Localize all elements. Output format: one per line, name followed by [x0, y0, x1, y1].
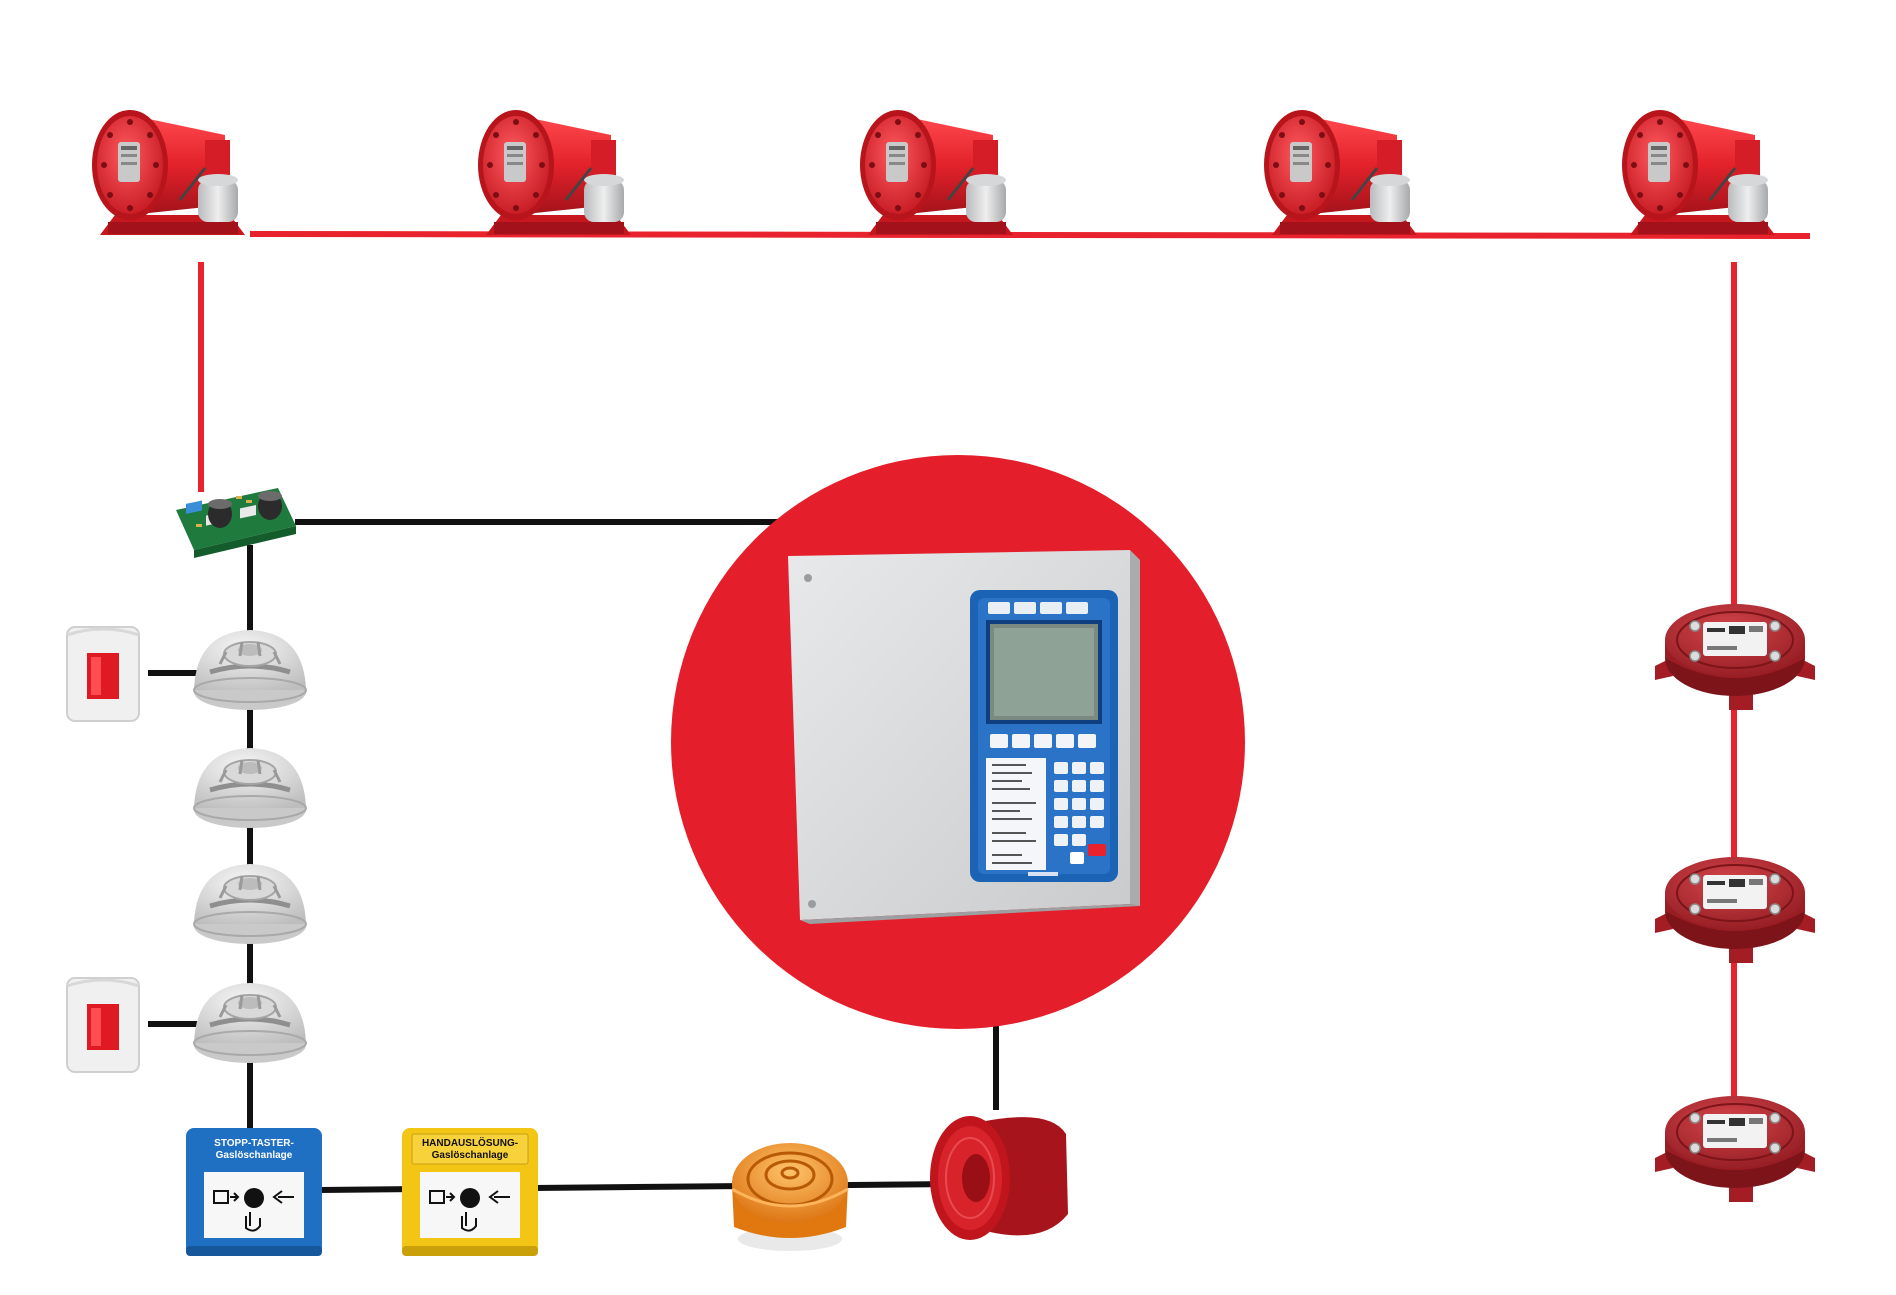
- extinguisher-row: [90, 108, 1777, 237]
- control-panel[interactable]: [788, 550, 1140, 924]
- stop-button-arrow-icon: [213, 1190, 294, 1232]
- smoke-detector-icon: [194, 864, 306, 944]
- release-button-label-line2: Gaslöschanlage: [432, 1150, 509, 1161]
- pressure-sensor-3[interactable]: [1654, 1095, 1816, 1203]
- panel-fascia: [970, 590, 1118, 882]
- control-module[interactable]: [176, 488, 296, 558]
- release-button[interactable]: HANDAUSLÖSUNG- Gaslöschanlage: [402, 1128, 538, 1256]
- extinguisher-5[interactable]: [1620, 108, 1777, 237]
- remote-indicator-1[interactable]: [65, 625, 141, 723]
- smoke-detector-icon: [194, 983, 306, 1063]
- stop-button-push-icon: [244, 1188, 264, 1208]
- indicator-column: [65, 625, 141, 1074]
- smoke-detector-3[interactable]: [194, 864, 306, 944]
- gas-extinguisher-icon: [1620, 108, 1777, 237]
- gas-extinguisher-icon: [858, 108, 1015, 237]
- gas-extinguisher-icon: [1262, 108, 1419, 237]
- smoke-detector-icon: [194, 630, 306, 710]
- indicator-lamp-icon: [65, 976, 141, 1074]
- pressure-switch-icon: [1654, 1095, 1816, 1203]
- gas-extinguisher-icon: [476, 108, 633, 237]
- stop-button-label-line1: STOPP-TASTER-: [214, 1138, 294, 1149]
- extinguisher-4[interactable]: [1262, 108, 1419, 237]
- smoke-detector-2[interactable]: [194, 748, 306, 828]
- indicator-lamp-icon: [65, 625, 141, 723]
- red-wire-top: [249, 231, 1811, 239]
- pressure-sensor-2[interactable]: [1654, 856, 1816, 964]
- beacon[interactable]: [731, 1143, 849, 1251]
- gas-extinguisher-icon: [90, 108, 247, 237]
- smoke-detector-4[interactable]: [194, 983, 306, 1063]
- extinguisher-3[interactable]: [858, 108, 1015, 237]
- release-button-arrow-icon: [429, 1190, 510, 1232]
- release-button-push-icon: [460, 1188, 480, 1208]
- extinguisher-2[interactable]: [476, 108, 633, 237]
- smoke-detector-1[interactable]: [194, 630, 306, 710]
- stop-button[interactable]: STOPP-TASTER- Gaslöschanlage: [186, 1128, 322, 1256]
- pressure-sensor-1[interactable]: [1654, 603, 1816, 711]
- sounder[interactable]: [930, 1116, 1068, 1240]
- remote-indicator-2[interactable]: [65, 976, 141, 1074]
- release-button-label-line1: HANDAUSLÖSUNG-: [422, 1136, 518, 1149]
- extinguisher-1[interactable]: [90, 108, 247, 237]
- smoke-detector-icon: [194, 748, 306, 828]
- stop-button-label-line2: Gaslöschanlage: [216, 1150, 293, 1161]
- pressure-switch-icon: [1654, 856, 1816, 964]
- pressure-switch-icon: [1654, 603, 1816, 711]
- pressure-sensor-column: [1654, 603, 1816, 1203]
